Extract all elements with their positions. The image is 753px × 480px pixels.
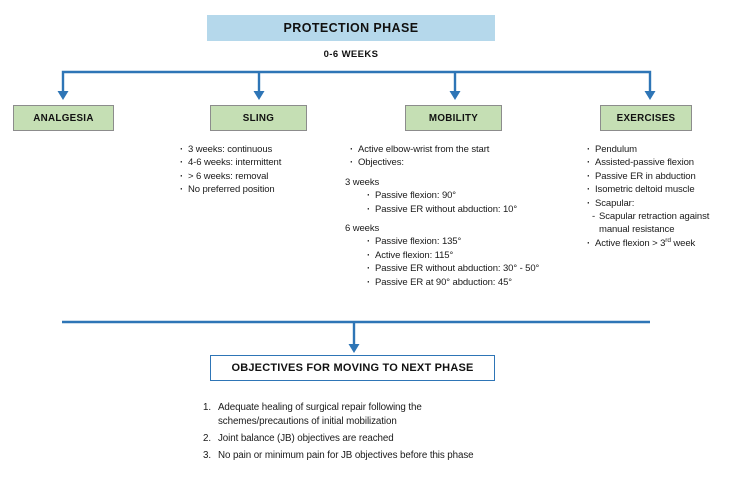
bullet-marker: 1. — [203, 402, 211, 413]
list-item: · Passive ER at 90° abduction: 45° — [367, 276, 600, 289]
list-item: · > 6 weeks: removal — [180, 170, 345, 183]
arrowhead-objectives — [348, 344, 360, 353]
phase-title: PROTECTION PHASE — [283, 21, 419, 35]
list-item-text: Joint balance (JB) objectives are reache… — [218, 432, 394, 444]
bullet-marker: · — [367, 190, 371, 202]
list-item-text: Active elbow-wrist from the start — [358, 144, 490, 155]
top-connector-line — [61, 70, 652, 91]
bullet-marker: · — [350, 157, 354, 169]
bullet-marker: · — [367, 276, 371, 288]
list-item: · Active flexion > 3rd week — [587, 237, 750, 250]
bullet-marker: · — [180, 157, 184, 169]
arrowhead-sling — [253, 91, 265, 100]
phase-duration: 0-6 WEEKS — [323, 49, 379, 60]
list-item-text: Isometric deltoid muscle — [595, 184, 695, 196]
list-item-text: 4-6 weeks: intermittent — [188, 157, 282, 169]
list-item-text: Passive ER without abduction: 10° — [375, 203, 518, 215]
objectives-box: OBJECTIVES FOR MOVING TO NEXT PHASE — [210, 355, 495, 381]
bullet-marker: · — [180, 144, 184, 155]
list-item-text: Passive ER in abduction — [595, 170, 696, 182]
list-item: · Pendulum — [587, 143, 750, 156]
list-item: · Objectives: — [350, 156, 600, 169]
bullet-marker: · — [180, 170, 184, 182]
bullet-marker: · — [587, 237, 591, 249]
list-item-text: No pain or minimum pain for JB objective… — [218, 449, 474, 461]
list-item: 2. Joint balance (JB) objectives are reac… — [203, 432, 573, 446]
branch-label-exercises: EXERCISES — [616, 112, 676, 124]
objectives-list: 1. Adequate healing of surgical repair fo… — [203, 401, 573, 466]
list-item: · Assisted-passive flexion — [587, 156, 750, 169]
branch-label-mobility: MOBILITY — [428, 112, 479, 124]
list-item-text: Pendulum — [595, 144, 637, 155]
bullet-marker: · — [367, 236, 371, 248]
list-item: · Passive flexion: 135° — [367, 235, 600, 248]
list-item: · Scapular: — [587, 197, 750, 210]
mobility-detail-list: · Active elbow-wrist from the start · Objec… — [345, 143, 600, 289]
arrowhead-exercises — [644, 91, 656, 100]
bullet-marker: - — [592, 211, 596, 223]
list-item-text: Scapular: — [595, 197, 635, 209]
bullet-marker: · — [587, 184, 591, 196]
list-item-text: > 6 weeks: removal — [188, 170, 269, 182]
bullet-marker: · — [587, 197, 591, 209]
list-heading: 6 weeks — [345, 223, 380, 235]
list-item-text: Passive ER without abduction: 30° - 50° — [375, 263, 540, 275]
bullet-marker: · — [367, 203, 371, 215]
list-item: · Active elbow-wrist from the start — [350, 143, 600, 156]
list-item: · No preferred position — [180, 183, 345, 196]
arrowhead-mobility — [449, 91, 461, 100]
branch-box-analgesia: ANALGESIA — [13, 105, 114, 131]
bullet-marker: · — [587, 170, 591, 182]
list-item: 1. Adequate healing of surgical repair fo… — [203, 401, 573, 428]
list-heading: 3 weeks — [345, 176, 380, 188]
list-item: · Passive ER in abduction — [587, 170, 750, 183]
list-item-text: Passive ER at 90° abduction: 45° — [375, 276, 512, 288]
sling-detail-list: · 3 weeks: continuous · 4-6 weeks: intermit… — [175, 143, 345, 197]
bullet-marker: · — [587, 144, 591, 155]
list-item: · 4-6 weeks: intermittent — [180, 156, 345, 169]
list-item: · 3 weeks: continuous — [180, 143, 345, 156]
list-item: 3. No pain or minimum pain for JB objecti… — [203, 449, 573, 463]
bullet-marker: · — [367, 249, 371, 261]
list-item: · Active flexion: 115° — [367, 249, 600, 262]
list-item-text: Adequate healing of surgical repair foll… — [218, 402, 422, 427]
bullet-marker: · — [587, 157, 591, 169]
list-item: · Passive ER without abduction: 10° — [367, 203, 600, 216]
branch-label-sling: SLING — [242, 112, 275, 124]
bullet-marker: 2. — [203, 432, 211, 444]
bullet-marker: · — [367, 263, 371, 275]
phase-header-box: PROTECTION PHASE — [207, 15, 495, 41]
bullet-marker: 3. — [203, 449, 211, 461]
bullet-marker: · — [350, 144, 354, 155]
list-item-text: Passive flexion: 90° — [375, 190, 457, 202]
list-item-text: Active flexion > 3rd week — [595, 236, 696, 249]
branch-label-analgesia: ANALGESIA — [33, 112, 94, 124]
list-item-text: Objectives: — [358, 157, 404, 169]
arrowhead-analgesia — [57, 91, 69, 100]
list-item-text: Passive flexion: 135° — [375, 236, 462, 248]
list-item: · Passive flexion: 90° — [367, 189, 600, 202]
list-item-text: 3 weeks: continuous — [188, 144, 273, 155]
objectives-title: OBJECTIVES FOR MOVING TO NEXT PHASE — [231, 362, 474, 374]
branch-box-mobility: MOBILITY — [405, 105, 502, 131]
exercises-detail-list: · Pendulum · Assisted-passive flexion · Passi… — [582, 143, 750, 250]
branch-box-exercises: EXERCISES — [600, 105, 692, 131]
list-item-text: Active flexion: 115° — [375, 249, 454, 261]
list-item-text: No preferred position — [188, 184, 275, 196]
bullet-marker: · — [180, 184, 184, 196]
branch-box-sling: SLING — [210, 105, 307, 131]
list-item-text: Assisted-passive flexion — [595, 157, 694, 169]
list-item: · Passive ER without abduction: 30° - 50° — [367, 262, 600, 275]
list-item: · Isometric deltoid muscle — [587, 183, 750, 196]
